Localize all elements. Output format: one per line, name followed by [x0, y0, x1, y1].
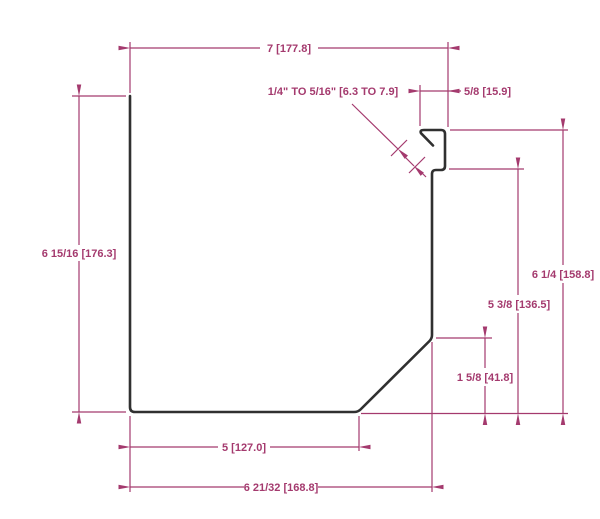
dim-hem-opening-label: 1/4" TO 5/16" [6.3 TO 7.9]: [268, 86, 399, 98]
dim-top-width-label: 7 [177.8]: [267, 43, 311, 55]
dim-inner-height: 5 3/8 [136.5]: [449, 157, 551, 426]
dim-left-height: 6 15/16 [176.3]: [42, 84, 126, 424]
dim-overall-width-label: 6 21/32 [168.8]: [244, 482, 319, 494]
dim-hem-opening: 1/4" TO 5/16" [6.3 TO 7.9]: [268, 86, 427, 178]
leader-tail: [417, 168, 427, 178]
dim-bottom-width-label: 5 [127.0]: [222, 442, 266, 454]
gutter-profile-path: [128, 94, 447, 414]
dim-left-height-label: 6 15/16 [176.3]: [42, 248, 117, 260]
dim-overall-width: 6 21/32 [168.8]: [118, 342, 444, 494]
dim-lower-front-height-label: 1 5/8 [41.8]: [457, 372, 514, 384]
dim-top-width: 7 [177.8]: [118, 42, 460, 127]
dimension-line: [403, 155, 424, 176]
profile-outline: [128, 94, 447, 414]
dim-bottom-width: 5 [127.0]: [118, 416, 371, 492]
dim-front-height: 6 1/4 [158.8]: [450, 118, 595, 426]
dim-hook-width-label: 5/8 [15.9]: [464, 86, 511, 98]
dim-inner-height-label: 5 3/8 [136.5]: [488, 299, 551, 311]
dim-front-height-label: 6 1/4 [158.8]: [532, 269, 595, 281]
leader-line: [351, 103, 408, 159]
dim-hook-width: 5/8 [15.9]: [408, 85, 511, 126]
dim-lower-front-height: 1 5/8 [41.8]: [436, 326, 514, 426]
witness-tick: [390, 139, 408, 157]
witness-tick: [408, 156, 426, 174]
